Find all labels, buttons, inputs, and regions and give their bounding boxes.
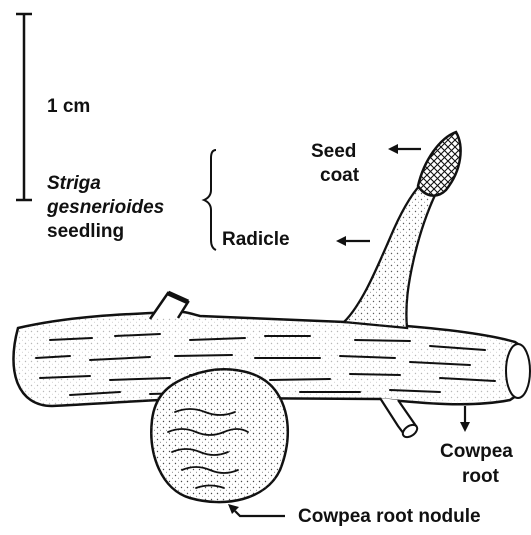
seed-coat-label-line1: Seed [311, 141, 356, 163]
striga-radicle [344, 184, 436, 328]
radicle-label: Radicle [222, 229, 290, 251]
cowpea-root-label-line2: root [462, 466, 499, 488]
scale-bar-label: 1 cm [47, 96, 90, 118]
seed-coat-label-line2: coat [320, 165, 359, 187]
scale-bar [16, 14, 32, 200]
species-name-line1: Striga [47, 173, 101, 195]
seedling-brace [204, 150, 216, 250]
species-name-line2: gesnerioides [47, 197, 164, 219]
lateral-root [380, 398, 419, 440]
seed-coat [418, 132, 461, 196]
seed-coat-arrow [388, 144, 421, 154]
cowpea-root-label-line1: Cowpea [440, 441, 513, 463]
cowpea-root-nodule-label: Cowpea root nodule [298, 506, 481, 528]
cowpea-root-arrow [460, 406, 470, 432]
root-nodule [151, 369, 287, 502]
nodule-arrow [228, 504, 285, 516]
radicle-arrow [336, 236, 370, 246]
seedling-label: seedling [47, 221, 124, 243]
